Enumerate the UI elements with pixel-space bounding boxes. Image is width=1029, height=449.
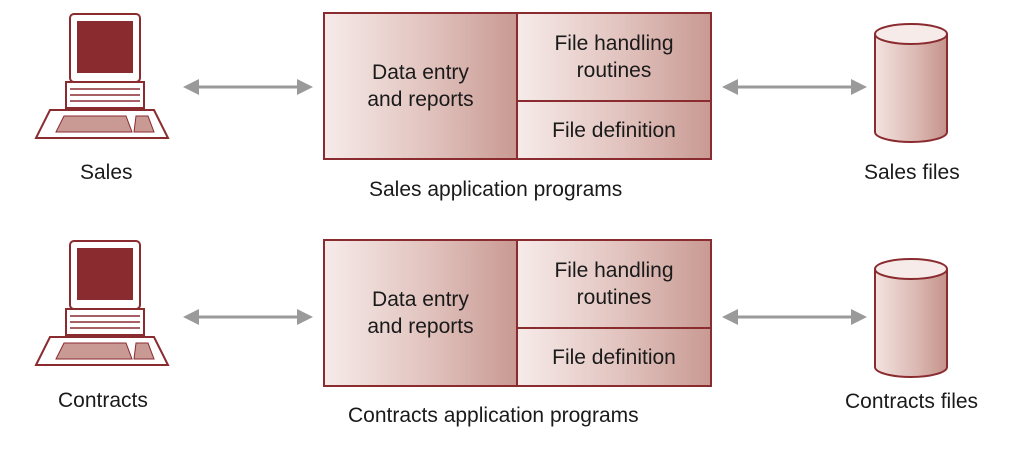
application-programs-box: Data entry and reports File handling rou… xyxy=(323,239,712,387)
files-label: Sales files xyxy=(864,161,960,184)
file-definition-block: File definition xyxy=(518,329,710,385)
data-entry-and-reports-block: Data entry and reports xyxy=(325,241,518,385)
double-headed-arrow-icon xyxy=(183,77,313,97)
computer-terminal-icon xyxy=(30,239,170,369)
double-headed-arrow-icon xyxy=(183,307,313,327)
user-label: Contracts xyxy=(58,389,148,412)
computer-terminal-icon xyxy=(30,12,170,142)
double-headed-arrow-icon xyxy=(722,307,867,327)
file-definition-block: File definition xyxy=(518,102,710,158)
double-headed-arrow-icon xyxy=(722,77,867,97)
data-entry-and-reports-block: Data entry and reports xyxy=(325,14,518,158)
file-handling-routines-block: File handling routines xyxy=(518,14,710,102)
contracts-row: Contracts Data entry and reports File ha… xyxy=(0,227,1029,442)
file-handling-routines-block: File handling routines xyxy=(518,241,710,329)
application-programs-box: Data entry and reports File handling rou… xyxy=(323,12,712,160)
database-cylinder-icon xyxy=(873,22,949,144)
application-caption: Sales application programs xyxy=(369,178,623,201)
user-label: Sales xyxy=(80,161,133,184)
sales-row: Sales Data entry and reports File handli… xyxy=(0,0,1029,215)
database-cylinder-icon xyxy=(873,257,949,379)
files-label: Contracts files xyxy=(845,390,979,413)
application-caption: Contracts application programs xyxy=(348,404,639,427)
